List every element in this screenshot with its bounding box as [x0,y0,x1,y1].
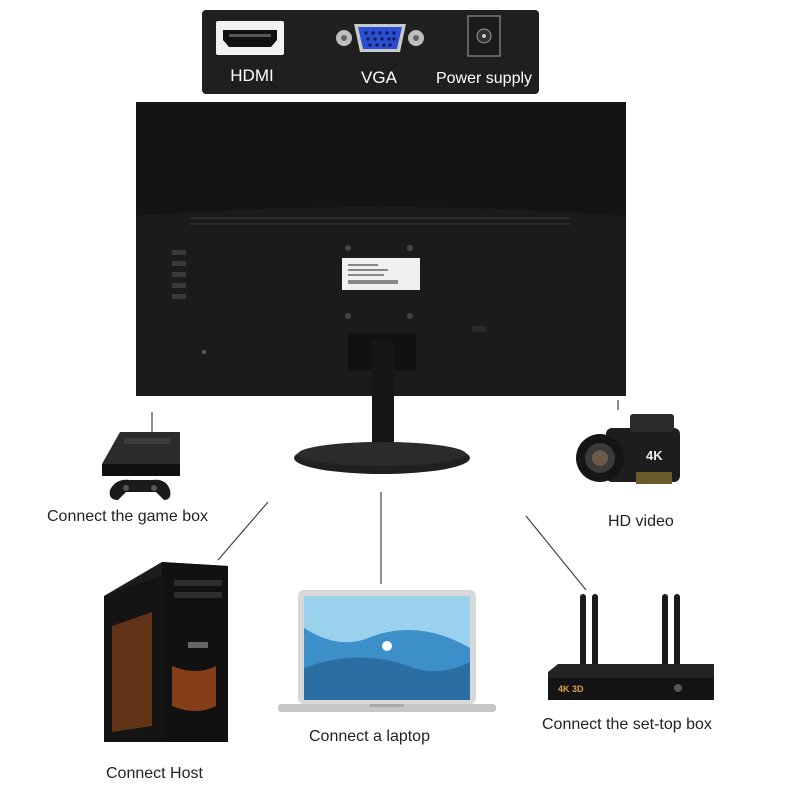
camcorder-icon: 4K [576,414,680,484]
game-console-icon [102,432,180,500]
host-caption: Connect Host [106,765,203,782]
power-port-icon [467,15,501,57]
vga-port-icon [336,24,424,52]
hdmi-port-icon [216,21,284,55]
game-box-caption: Connect the game box [47,508,208,525]
monitor-rear-view [136,102,626,474]
hdmi-label: HDMI [230,66,274,85]
hd-video-caption: HD video [608,513,674,530]
laptop-icon [278,590,496,712]
vga-label: VGA [361,68,397,87]
rear-button-column [172,250,186,299]
desktop-tower-icon [104,562,228,742]
settop-badge: 4K 3D [558,684,584,694]
camcorder-badge: 4K [646,448,663,463]
laptop-caption: Connect a laptop [309,728,430,745]
set-top-box-icon: 4K 3D [548,594,714,700]
set-top-box-caption: Connect the set-top box [542,716,712,733]
power-supply-label: Power supply [435,70,533,87]
port-panel: HDMI VGA Power supply [202,10,539,94]
